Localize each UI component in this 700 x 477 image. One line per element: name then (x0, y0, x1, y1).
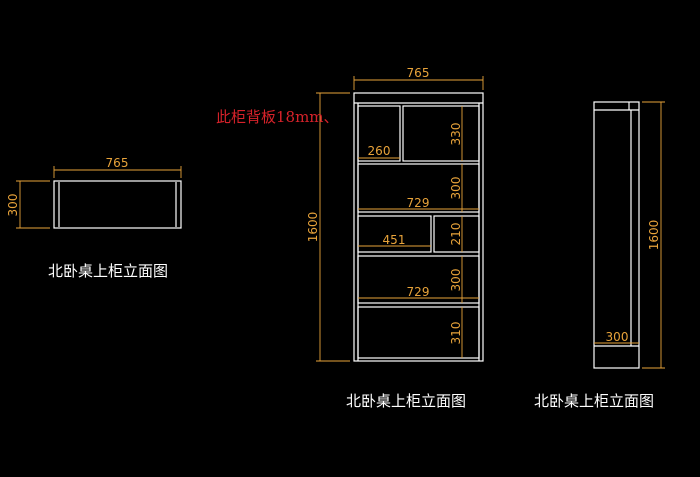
side-outline (593, 101, 640, 369)
row4-width-dim: 729 (407, 285, 430, 299)
top-right-height-dim: 330 (449, 123, 463, 146)
cabinet-outline (353, 92, 484, 362)
plan-depth-dim: 300 (6, 194, 20, 217)
back-panel-note: 此柜背板18mm、 (216, 108, 339, 126)
row5-height-dim: 310 (449, 322, 463, 345)
row2-width-dim: 729 (407, 196, 430, 210)
row3-width-dim: 451 (383, 233, 406, 247)
side-depth-dim: 300 (606, 330, 629, 344)
plan-width-dim: 765 (106, 156, 129, 170)
top-left-width-dim: 260 (368, 144, 391, 158)
plan-view: 765 300 北卧桌上柜立面图 (6, 156, 182, 280)
front-view: 765 1600 260 330 300 729 451 210 300 729… (306, 66, 484, 410)
row4-height-dim: 300 (449, 269, 463, 292)
front-caption: 北卧桌上柜立面图 (346, 392, 466, 410)
plan-caption: 北卧桌上柜立面图 (48, 262, 168, 280)
plan-outline (53, 180, 182, 229)
front-width-dim: 765 (407, 66, 430, 80)
row2-height-dim: 300 (449, 177, 463, 200)
row3-height-dim: 210 (449, 223, 463, 246)
front-height-dim: 1600 (306, 212, 320, 243)
side-caption: 北卧桌上柜立面图 (534, 392, 654, 410)
side-view: 300 1600 北卧桌上柜立面图 (534, 101, 665, 410)
side-height-dim: 1600 (647, 220, 661, 251)
